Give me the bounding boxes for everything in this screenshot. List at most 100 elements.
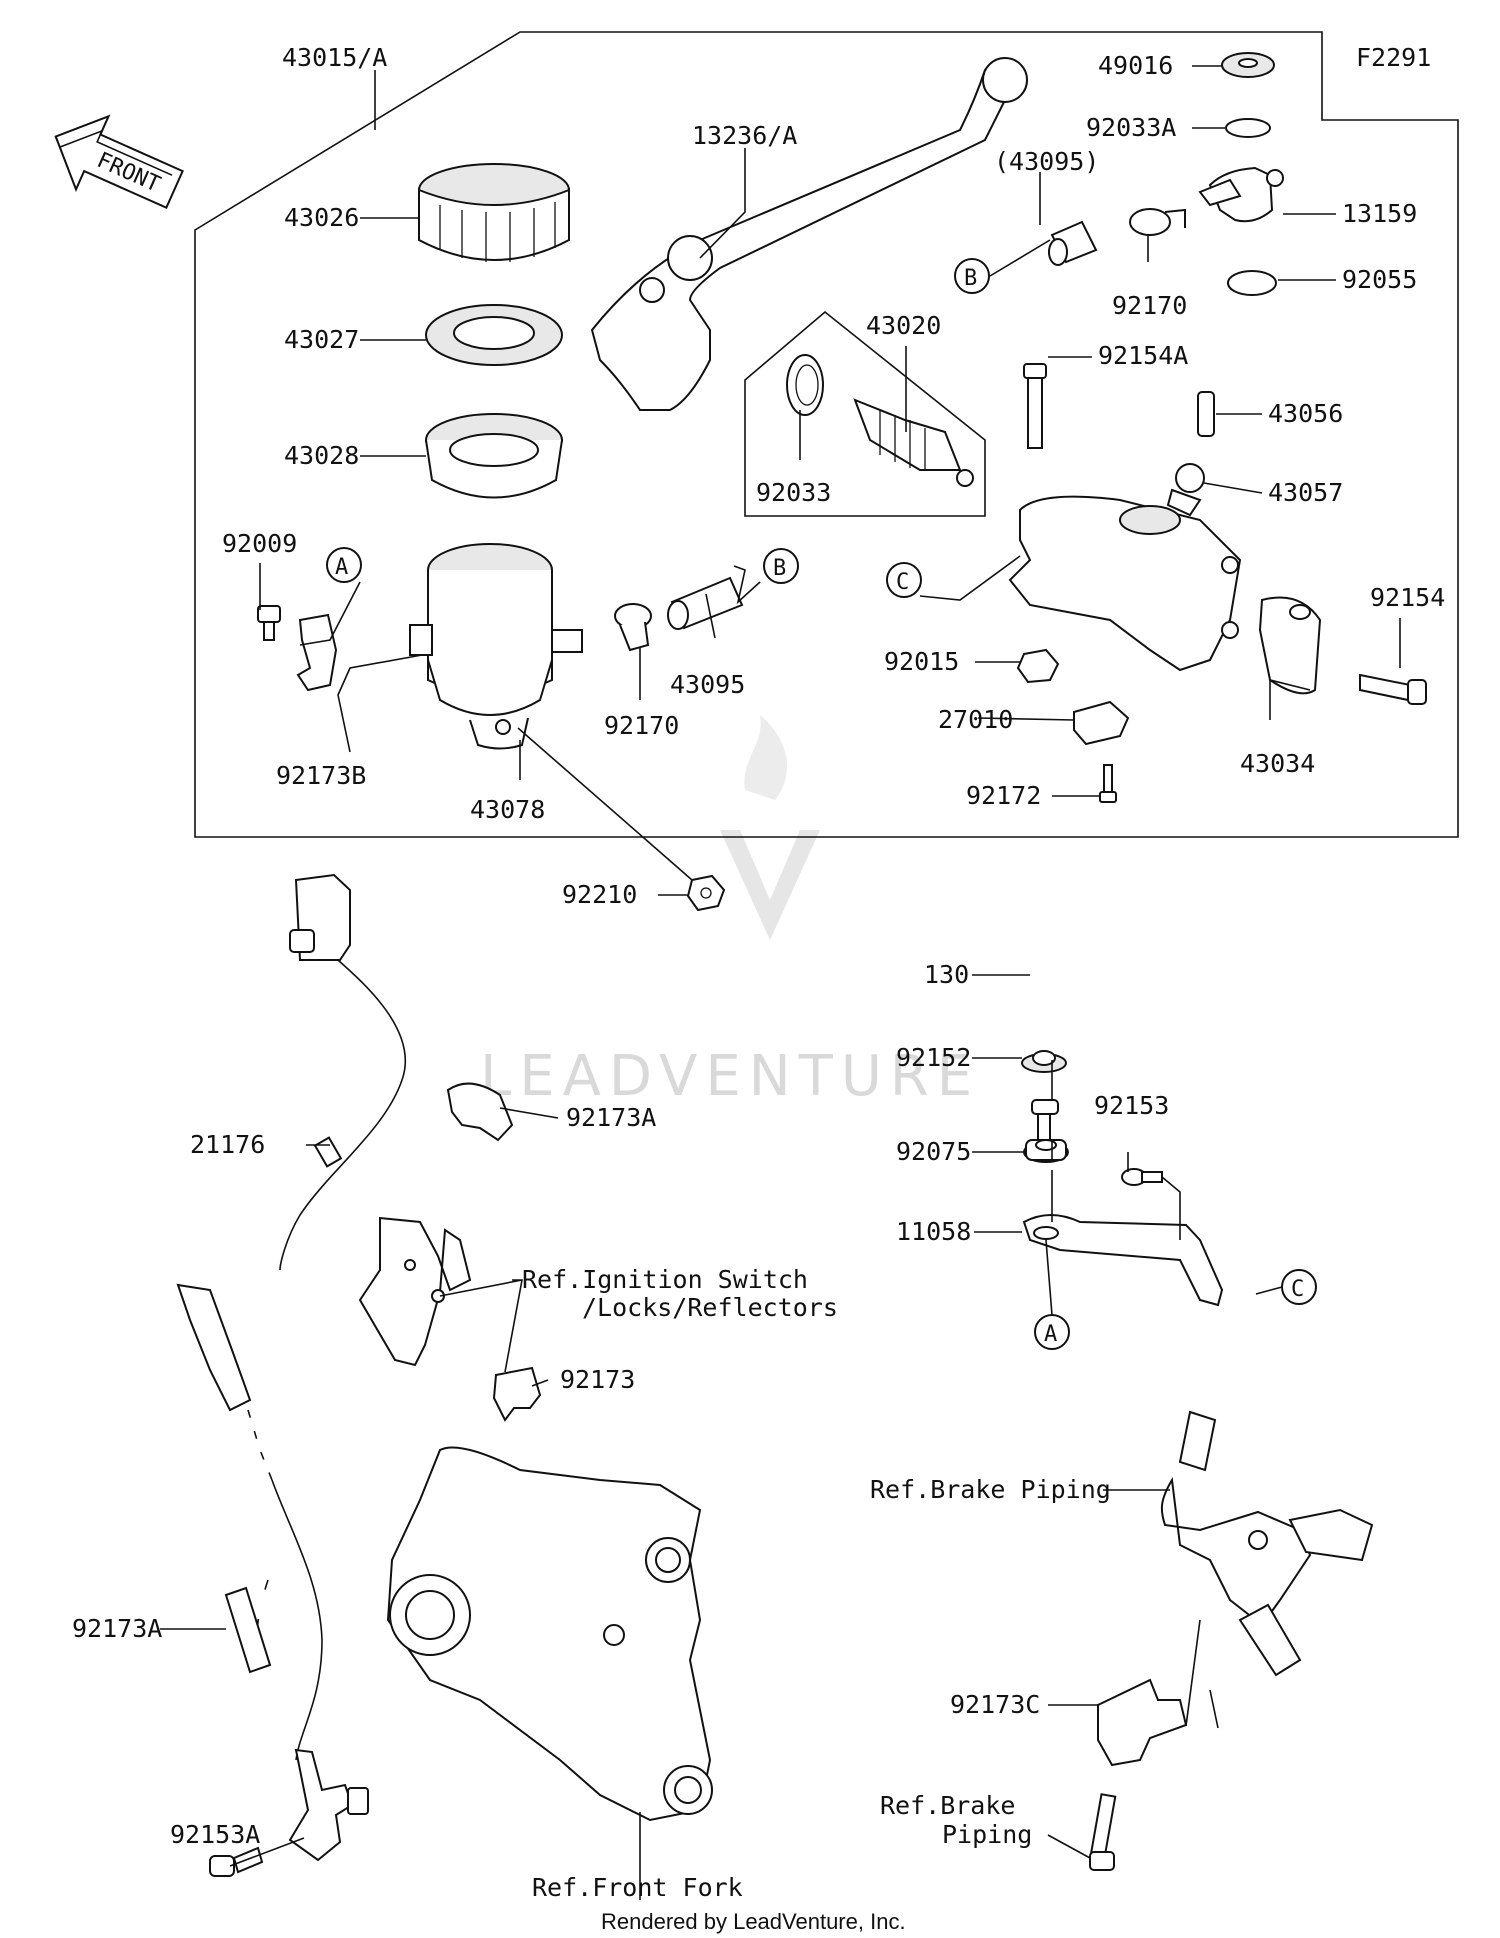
caliper-front-fork (386, 1446, 713, 1822)
label-92170-top: 92170 (1112, 291, 1187, 320)
hose-43095 (667, 576, 744, 630)
label-43027: 43027 (284, 325, 359, 354)
label-43034: 43034 (1240, 749, 1315, 778)
label-13236A: 13236/A (692, 121, 797, 150)
callout-A-bracket: A (1034, 1314, 1070, 1350)
clamp-92170 (614, 603, 652, 652)
clip-92173C (1097, 1678, 1188, 1767)
clip-92173A-bottom (224, 1586, 272, 1674)
nut-92210 (686, 874, 726, 912)
label-13159: 13159 (1342, 199, 1417, 228)
master-cylinder-body (1008, 495, 1242, 672)
label-ref-brake-2: Piping (942, 1820, 1032, 1849)
svg-text:A: A (1044, 1322, 1057, 1347)
snap-ring-92033 (786, 354, 824, 416)
svg-text:A: A (335, 555, 348, 580)
label-92033A: 92033A (1086, 113, 1176, 142)
label-92170: 92170 (604, 711, 679, 740)
kit-43020-outline (744, 310, 986, 517)
clip-92173A-top (446, 1082, 514, 1142)
label-92033: 92033 (756, 478, 831, 507)
label-92154: 92154 (1370, 583, 1445, 612)
label-92152: 92152 (896, 1043, 971, 1072)
label-49016: 49016 (1098, 51, 1173, 80)
callout-C-bracket: C (1281, 1269, 1317, 1305)
part-labels: 43015/A 13236/A 49016 92033A (43095) 131… (72, 43, 1445, 1902)
label-43026: 43026 (284, 203, 359, 232)
callout-B-top: B (954, 258, 990, 294)
leader-lines (160, 65, 1401, 1900)
watermark-text: LEADVENTURE (480, 1044, 980, 1109)
label-92172: 92172 (966, 781, 1041, 810)
bracket-ref-ignition (358, 1216, 472, 1367)
label-ref-ignition-1: Ref.Ignition Switch (522, 1265, 808, 1294)
label-92075: 92075 (896, 1137, 971, 1166)
label-43056: 43056 (1268, 399, 1343, 428)
bolt-92154 (1359, 673, 1427, 705)
watermark: LEADVENTURE (480, 715, 980, 1109)
bolt-92153A (209, 1846, 264, 1877)
reservoir-cap-43026 (418, 163, 570, 262)
label-43095-ref: (43095) (994, 147, 1099, 176)
clamp-92170-top (1129, 208, 1186, 236)
label-92009: 92009 (222, 529, 297, 558)
clip-92173 (492, 1366, 542, 1422)
banjo-43057 (1166, 463, 1205, 517)
label-43015A: 43015/A (282, 43, 387, 72)
screw-92172 (1099, 764, 1117, 803)
label-11058: 11058 (896, 1217, 971, 1246)
label-43057: 43057 (1268, 478, 1343, 507)
reservoir-43078 (409, 543, 583, 750)
label-92154A: 92154A (1098, 341, 1188, 370)
joint-13159 (1198, 166, 1284, 223)
label-92173A-bottom: 92173A (72, 1614, 162, 1643)
sensor-21176 (176, 873, 406, 1862)
label-92173: 92173 (560, 1365, 635, 1394)
label-43078: 43078 (470, 795, 545, 824)
label-ref-brake-1: Ref.Brake (880, 1791, 1015, 1820)
grommet-92075 (1023, 1139, 1069, 1163)
label-21176: 21176 (190, 1130, 265, 1159)
brake-piping (1160, 1410, 1374, 1677)
svg-text:C: C (1291, 1277, 1304, 1302)
svg-text:B: B (773, 556, 786, 581)
label-ref-ignition-2: /Locks/Reflectors (582, 1293, 838, 1322)
footer-text: Rendered by LeadVenture, Inc. (601, 1909, 906, 1934)
bolt-130 (1031, 1099, 1059, 1141)
svg-text:B: B (964, 266, 977, 291)
switch-27010 (1073, 700, 1130, 746)
label-43020: 43020 (866, 311, 941, 340)
bracket-11058 (1022, 1214, 1224, 1307)
cap-49016 (1221, 52, 1275, 78)
label-92173B: 92173B (276, 761, 366, 790)
label-92173C: 92173C (950, 1690, 1040, 1719)
plate-43027 (425, 304, 563, 366)
nut-92015 (1016, 648, 1060, 684)
label-ref-brake-piping-top: Ref.Brake Piping (870, 1475, 1111, 1504)
bracket-92173B (296, 613, 338, 692)
label-92055: 92055 (1342, 265, 1417, 294)
label-92173A-top: 92173A (566, 1103, 656, 1132)
bolt-92009 (257, 605, 281, 641)
label-27010: 27010 (938, 705, 1013, 734)
diaphragm-43028 (425, 413, 563, 499)
callout-C-body: C (886, 562, 922, 598)
label-130: 130 (924, 960, 969, 989)
label-43028: 43028 (284, 441, 359, 470)
screw-92153 (1121, 1168, 1163, 1186)
label-92153: 92153 (1094, 1091, 1169, 1120)
clamp-43034 (1258, 596, 1322, 695)
callout-A-left: A (326, 547, 362, 583)
label-92210: 92210 (562, 880, 637, 909)
diagram-code: F2291 (1356, 43, 1431, 72)
hose-43095-ref (1048, 220, 1098, 266)
piston-kit-43020 (853, 398, 974, 487)
bracket-11058-hole (1033, 1226, 1059, 1240)
label-43095: 43095 (670, 670, 745, 699)
svg-text:C: C (896, 570, 909, 595)
o-ring-92055 (1227, 270, 1277, 296)
bolt-ref-brake (1089, 1793, 1117, 1871)
circlip-92033A (1225, 118, 1271, 138)
callout-B-right-hose: B (763, 548, 799, 584)
